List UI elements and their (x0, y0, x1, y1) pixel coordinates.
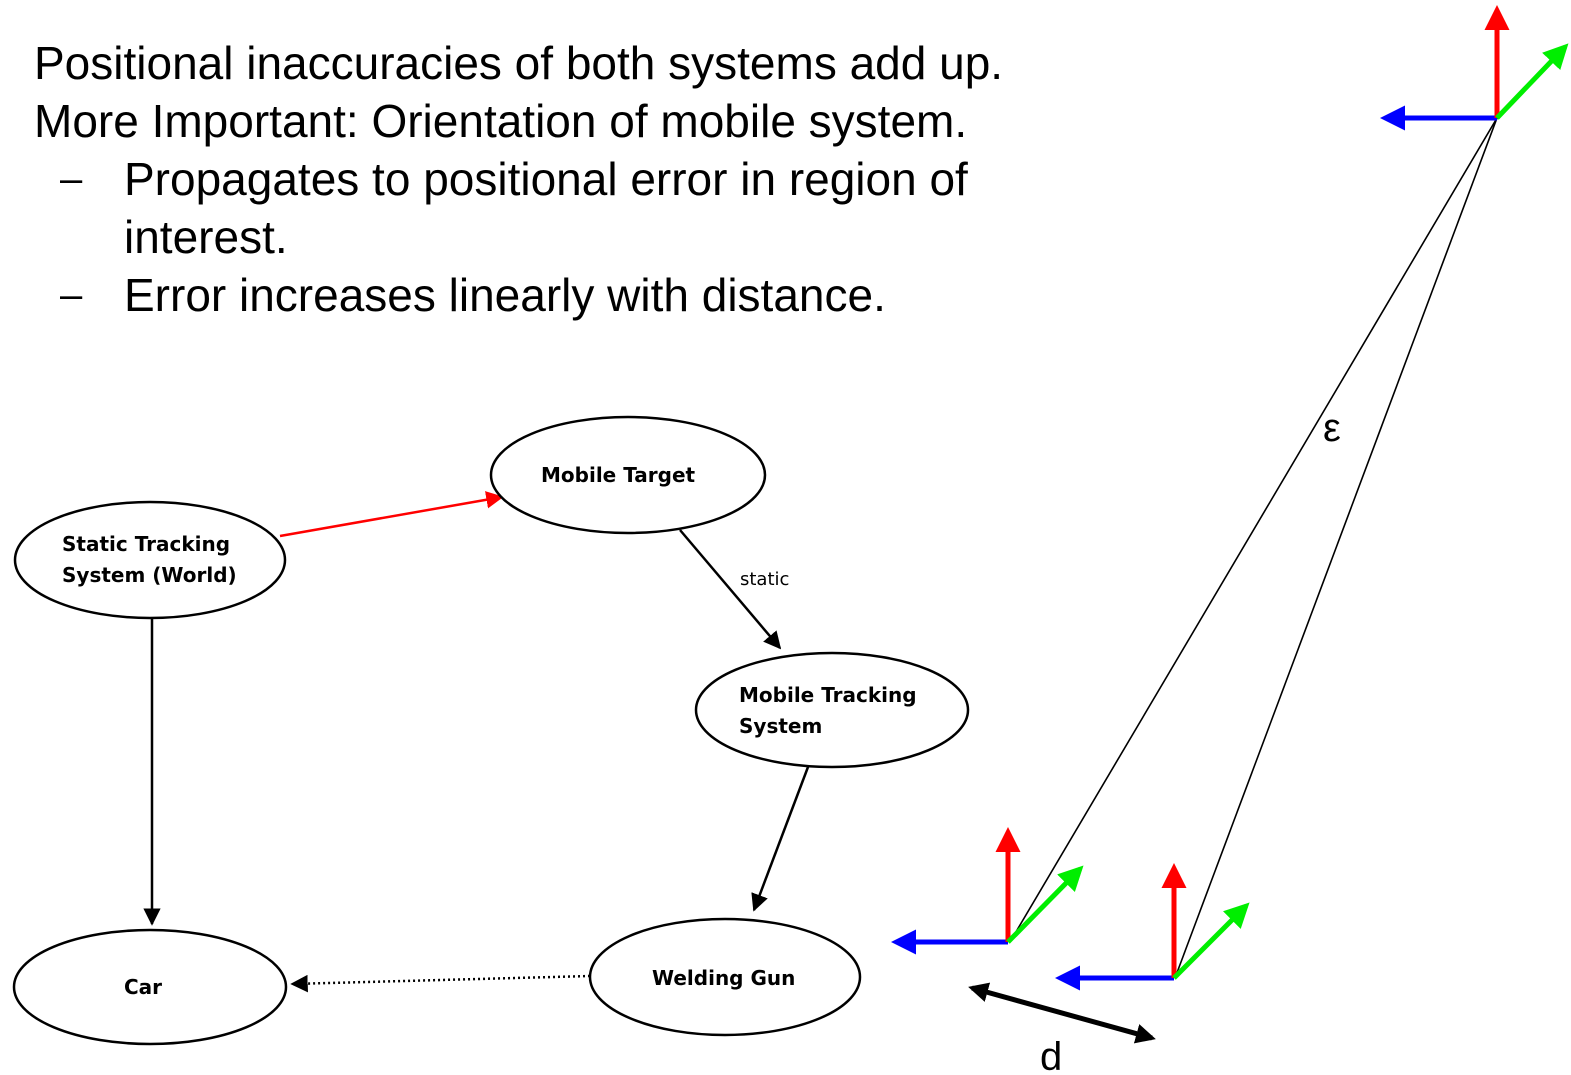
edge-static-to-mobile-target (279, 491, 504, 538)
error-ray-1 (1009, 117, 1498, 943)
y-axis-arrow (1495, 43, 1569, 120)
node-car: Car (12, 928, 288, 1046)
edge-welding-gun-to-car (290, 974, 591, 993)
dash-marker: – (60, 157, 83, 201)
node-label: Car (124, 975, 162, 999)
sub-bullet-1-line-b: interest. (124, 211, 288, 263)
edge-mobile-target-to-mobile-tracking (679, 529, 782, 650)
sub-bullet-2-text: Error increases linearly with distance. (124, 269, 886, 321)
bullet-line-1: Positional inaccuracies of both systems … (34, 37, 1004, 89)
dash-marker: – (60, 273, 83, 317)
node-mobile-target: Mobile Target (489, 415, 767, 535)
coordinate-frame-bottom-right (1055, 863, 1250, 991)
node-welding-gun: Welding Gun (588, 917, 862, 1037)
coordinate-frame-top (1380, 5, 1569, 131)
error-ray-2 (1174, 117, 1498, 979)
bullet-line-2: More Important: Orientation of mobile sy… (34, 95, 968, 147)
node-label: Static Tracking (62, 532, 230, 556)
coordinate-frame-bottom-left (891, 827, 1084, 955)
distance-label: d (1040, 1035, 1062, 1075)
node-label: Mobile Tracking (739, 683, 917, 707)
node-mobile-tracking-system: Mobile Tracking System (694, 651, 970, 769)
edge-label-static: static (740, 569, 789, 590)
sub-bullet-2: – Error increases linearly with distance… (34, 266, 1234, 324)
sub-bullet-1: – Propagates to positional error in regi… (34, 150, 1234, 266)
epsilon-label: ε (1323, 406, 1341, 450)
edge-mobile-tracking-to-welding-gun (751, 766, 810, 912)
distance-arrow (968, 982, 1156, 1044)
node-label: System (739, 714, 822, 738)
y-axis-arrow (1172, 902, 1250, 980)
bullet-text: Positional inaccuracies of both systems … (34, 34, 1234, 324)
node-label: Mobile Target (541, 463, 696, 487)
node-label: Welding Gun (652, 966, 795, 990)
y-axis-arrow (1006, 865, 1084, 944)
node-static-tracking-system: Static Tracking System (World) (13, 500, 287, 620)
sub-bullet-1-line-a: Propagates to positional error in region… (124, 153, 968, 205)
node-label: System (World) (62, 563, 237, 587)
